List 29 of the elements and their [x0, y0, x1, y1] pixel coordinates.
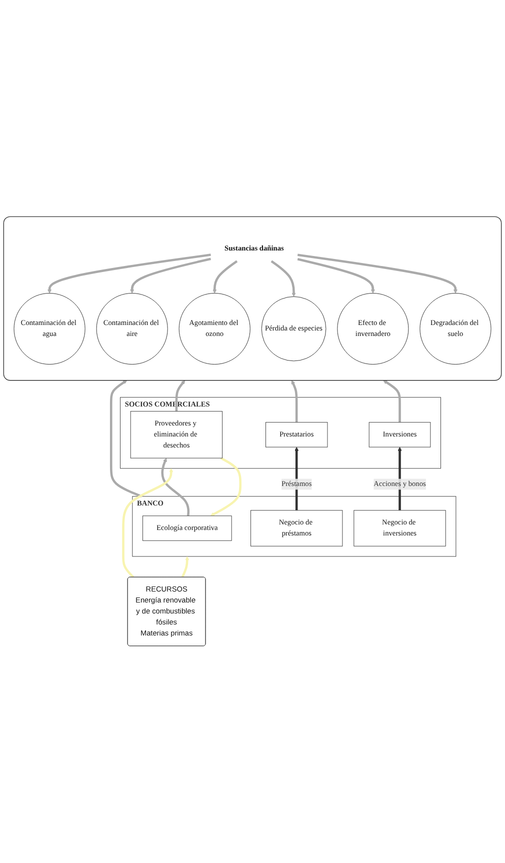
node-box [130, 411, 223, 459]
arrow [130, 258, 212, 294]
arrow [270, 260, 296, 298]
arrow [383, 380, 401, 423]
arrow [297, 258, 375, 294]
node-circle [337, 293, 409, 365]
node-circle [14, 293, 86, 365]
arrow [122, 468, 174, 578]
node-box [354, 510, 446, 547]
cluster [120, 397, 441, 469]
node-circle [420, 293, 492, 365]
arrow [181, 556, 190, 578]
arrow [175, 380, 186, 412]
node-circle [261, 296, 326, 362]
cluster [3, 216, 502, 381]
node-box [142, 516, 232, 542]
arrow [212, 260, 238, 294]
node-box [368, 422, 431, 448]
node-circle [178, 293, 250, 365]
node-box [250, 510, 343, 547]
cluster [132, 496, 456, 557]
arrow [48, 254, 211, 294]
arrow [210, 457, 242, 516]
arrow [161, 458, 190, 516]
arrow [297, 254, 458, 294]
node-circle [96, 293, 168, 365]
arrow [291, 380, 298, 423]
node-box [266, 422, 328, 448]
arrow [110, 380, 142, 498]
